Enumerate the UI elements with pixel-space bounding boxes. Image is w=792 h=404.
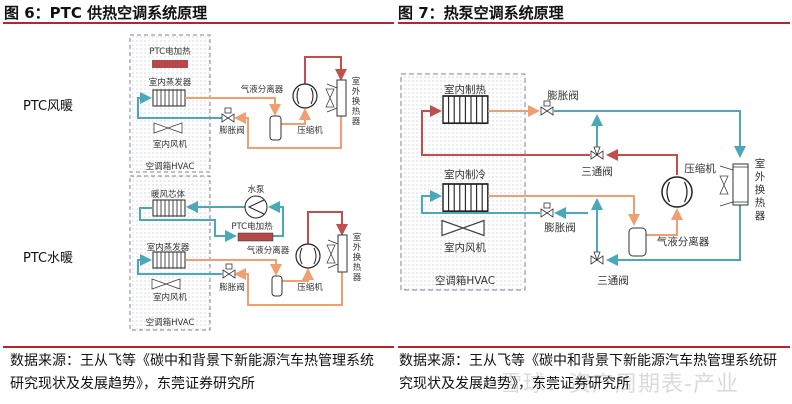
indoor-fan-label: 室内风机: [444, 241, 486, 254]
svg-text:换: 换: [352, 96, 361, 107]
mode-label-ptc-water: PTC水暖: [23, 251, 73, 266]
ptc-heater: [152, 60, 188, 68]
indoor-heating-label: 室内制热: [444, 83, 486, 96]
evaporator-coil: [152, 251, 186, 269]
expansion-valve-bottom-icon: [540, 202, 554, 218]
pump-label: 水泵: [247, 184, 265, 195]
outdoor-exchanger: [732, 163, 749, 206]
svg-text:换: 换: [755, 183, 766, 196]
title-divider-left: [3, 22, 394, 24]
outdoor-fan-icon: [326, 244, 336, 264]
outdoor-exchanger-label: 室 外 换 热 器: [755, 157, 766, 222]
source-note-right: 数据来源：王从飞等《碳中和背景下新能源汽车热管理系统研 究现状及发展趋势》，东莞…: [399, 350, 777, 396]
compressor-icon: [661, 176, 693, 208]
outdoor-exchanger-label: 室 外 换 热 器: [353, 232, 362, 283]
ptc-water-diagram: PTC水暖 暖风芯体 水泵 PTC电加热 室内蒸发器 室内风机 空调箱HVAC …: [23, 175, 362, 331]
heater-core-coil: [152, 199, 186, 217]
svg-text:热: 热: [353, 262, 362, 273]
indoor-cooling-label: 室内制冷: [444, 168, 486, 181]
expansion-valve-top-icon: [540, 100, 554, 116]
hvac-label: 空调箱HVAC: [146, 317, 195, 328]
outdoor-exchanger: [337, 234, 348, 273]
watermark: 雪球：资产周期表-产业: [500, 372, 739, 397]
svg-text:外: 外: [352, 86, 361, 97]
svg-text:换: 换: [353, 252, 362, 263]
source-line-1: 数据来源：王从飞等《碳中和背景下新能源汽车热管理系统: [10, 353, 374, 369]
indoor-fan-label: 室内风机: [153, 292, 188, 303]
svg-text:器: 器: [755, 210, 766, 222]
indoor-fan-label: 室内风机: [153, 139, 188, 150]
heat-pump-diagram: 室内制热 室内制冷 室内风机 空调箱HVAC 膨胀阀 膨胀阀 三通阀 三通阀 压…: [400, 73, 766, 291]
figure7-title: 图 7：热泵空调系统原理: [398, 4, 564, 22]
expansion-valve-icon: [221, 107, 235, 123]
source-divider-right: [398, 346, 790, 348]
evaporator-coil: [152, 89, 186, 107]
ptc-heater: [237, 232, 274, 242]
source-note-left: 数据来源：王从飞等《碳中和背景下新能源汽车热管理系统 研究现状及发展趋势》，东莞…: [10, 350, 374, 396]
separator-label: 气液分离器: [241, 84, 284, 95]
source-line-1: 数据来源：王从飞等《碳中和背景下新能源汽车热管理系统研: [399, 353, 777, 369]
svg-text:室: 室: [352, 76, 361, 87]
evaporator-label: 室内蒸发器: [149, 77, 192, 88]
expansion-valve-label: 膨胀阀: [219, 125, 245, 136]
separator-label: 气液分离器: [247, 245, 290, 256]
compressor-icon: [292, 83, 318, 109]
ptc-air-diagram: PTC风暖 PTC电加热 室内蒸发器 室内风机 空调箱HVAC 膨胀阀 气液分离…: [23, 34, 361, 173]
svg-text:外: 外: [755, 171, 766, 183]
svg-text:热: 热: [352, 106, 361, 117]
hvac-label: 空调箱HVAC: [146, 161, 195, 172]
expansion-valve-label: 膨胀阀: [219, 282, 245, 293]
ptc-heater-label: PTC电加热: [231, 221, 273, 232]
outdoor-exchanger-label: 室 外 换 热 器: [352, 76, 361, 127]
svg-text:热: 热: [755, 196, 766, 209]
expansion-valve-top-label: 膨胀阀: [547, 89, 579, 102]
source-line-2: 研究现状及发展趋势》，东莞证券研究所: [10, 376, 255, 392]
outdoor-fan-icon: [325, 88, 335, 108]
title-divider-right: [398, 22, 790, 24]
outdoor-fan-icon: [719, 175, 729, 195]
svg-text:外: 外: [353, 242, 362, 253]
source-line-2: 究现状及发展趋势》，东莞证券研究所: [399, 376, 630, 392]
separator-tank: [269, 115, 282, 141]
separator-tank: [271, 275, 283, 297]
source-divider-left: [3, 346, 394, 348]
ptc-heater-label: PTC电加热: [149, 46, 191, 57]
mode-label-ptc-air: PTC风暖: [23, 99, 73, 114]
outdoor-exchanger: [336, 79, 347, 117]
hvac-label: 空调箱HVAC: [435, 274, 495, 287]
separator-tank: [628, 227, 647, 257]
evaporator-label: 室内蒸发器: [147, 242, 190, 253]
three-way-valve-top-label: 三通阀: [581, 165, 613, 178]
compressor-label: 压缩机: [297, 125, 323, 136]
compressor-label: 压缩机: [684, 162, 716, 175]
svg-text:室: 室: [755, 157, 766, 170]
compressor-icon: [295, 243, 321, 269]
heater-core-label: 暖风芯体: [151, 189, 186, 200]
expansion-valve-bottom-label: 膨胀阀: [544, 221, 576, 234]
indoor-cooling-coil: [442, 183, 489, 213]
indoor-heating-coil: [442, 95, 489, 125]
separator-label: 气液分离器: [657, 235, 710, 248]
svg-text:器: 器: [352, 117, 361, 127]
svg-text:室: 室: [353, 232, 362, 243]
figure6-title: 图 6：PTC 供热空调系统原理: [4, 4, 208, 22]
three-way-valve-bottom-icon: [590, 251, 604, 265]
expansion-valve-icon: [222, 263, 236, 279]
svg-text:器: 器: [353, 273, 362, 283]
compressor-label: 压缩机: [297, 282, 323, 293]
three-way-valve-top-icon: [590, 146, 604, 160]
three-way-valve-bottom-label: 三通阀: [597, 274, 629, 287]
